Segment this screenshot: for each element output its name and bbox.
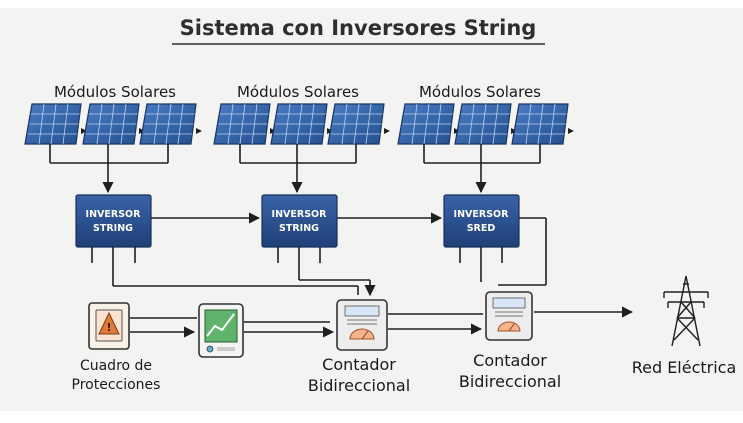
- solar-panel-icon: [511, 103, 575, 145]
- solar-panel-group-1: [24, 103, 203, 145]
- solar-panel-icon: [327, 103, 391, 145]
- solar-panel-group-3: [397, 103, 575, 145]
- meter-1: [336, 299, 388, 351]
- solar-panel-icon: [270, 103, 334, 145]
- solar-panel-icon: [139, 103, 203, 145]
- solar-panel-icon: [24, 103, 88, 145]
- meter-2-label-line2: Bidireccional: [459, 372, 561, 391]
- protections-label-line1: Cuadro de: [80, 358, 152, 374]
- solar-group-label-3: Módulos Solares: [419, 83, 541, 101]
- svg-text:!: !: [106, 321, 111, 334]
- inverter-3: INVERSOR SRED: [443, 194, 520, 248]
- inverter-1-line2: STRING: [93, 223, 133, 234]
- inverter-3-line1: INVERSOR: [454, 209, 510, 220]
- meter-1-label-line1: Contador: [322, 355, 396, 374]
- solar-group-label-2: Módulos Solares: [237, 83, 359, 101]
- bottom-connectors: [130, 306, 634, 338]
- inverter-1-line1: INVERSOR: [86, 209, 142, 220]
- warning-panel-icon: !: [98, 311, 120, 335]
- page-title: Sistema con Inversores String: [180, 16, 537, 40]
- bidirectional-meter-icon: [497, 321, 521, 332]
- meter-1-label-line2: Bidireccional: [308, 376, 410, 395]
- inverter-1: INVERSOR STRING: [75, 194, 152, 248]
- bottom-border: [0, 411, 743, 423]
- solar-panel-icon: [454, 103, 518, 145]
- inverter-outputs: [91, 247, 503, 297]
- protections-panel: !: [88, 302, 130, 350]
- solar-panel-group-2: [213, 103, 391, 145]
- meter-2: [485, 291, 533, 341]
- monitor-tablet-icon: [198, 303, 244, 358]
- grid-label: Red Eléctrica: [632, 358, 737, 377]
- inverter-2-line1: INVERSOR: [272, 209, 328, 220]
- solar-panel-icon: [213, 103, 277, 145]
- solar-group-label-1: Módulos Solares: [54, 83, 176, 101]
- inverter-2: INVERSOR STRING: [261, 194, 338, 248]
- protections-label-line2: Protecciones: [72, 377, 161, 393]
- power-tower-icon: [663, 275, 709, 347]
- panel-connectors: [49, 144, 541, 194]
- inverter-2-line2: STRING: [279, 223, 319, 234]
- top-border: [0, 0, 743, 8]
- solar-panel-icon: [82, 103, 146, 145]
- solar-panel-icon: [397, 103, 461, 145]
- inverter-3-line2: SRED: [467, 223, 496, 234]
- meter-2-label-line1: Contador: [473, 351, 547, 370]
- inverter-links: [151, 212, 547, 286]
